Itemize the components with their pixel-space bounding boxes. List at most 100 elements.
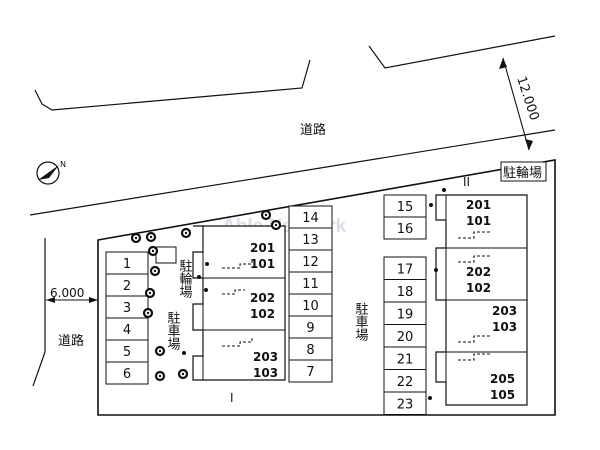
car-parking-label-right: 駐車場 [353,302,369,341]
road-edge-near [29,129,556,216]
bike-parking-box [500,161,547,182]
unit-label: 203 [492,304,517,318]
parking-stall-number: 23 [397,397,414,412]
parking-stall-number: 20 [397,330,414,345]
side-road-label: 道路 [58,333,84,349]
light-markers [182,188,446,400]
parking-stall-number: 13 [302,233,319,248]
road-edge-far [34,59,311,111]
unit-label: 103 [492,320,517,334]
unit-label: 101 [466,214,491,228]
parking-stall-number: 16 [397,222,414,237]
stair-dash [458,255,490,263]
car-parking-label-left: 駐車場 [165,311,181,350]
tree-icon [145,231,157,243]
parking-stall-number: 22 [397,375,414,390]
parking-stall [383,216,427,240]
building-2: 201 101 202 102 203 103 205 105 II [435,175,528,406]
light-dot [204,288,208,292]
parking-block-middle: 14 13 12 11 10 9 8 7 [288,205,333,383]
dimension-arrow-bottom [525,139,533,150]
parking-stall-number: 19 [397,307,414,322]
unit-label: 102 [466,281,491,295]
parking-stall-number: 8 [306,343,314,358]
tree-icon [130,232,142,244]
stair-dash [458,335,490,343]
parking-stall-number: 15 [397,200,414,215]
tree-markers [130,209,282,382]
main-road-width: 12.000 [513,75,541,123]
parking-stall-number: 9 [306,321,314,336]
dimension-arrow-top [499,58,507,69]
tree-icon [270,219,282,231]
side-arrow-left [46,297,55,303]
tree-icon [177,368,189,380]
compass-north-label: N [60,160,66,169]
parking-stall-number: 3 [123,301,131,316]
unit-label: 205 [490,372,515,386]
building-1-name: I [230,391,234,405]
tree-icon [147,245,159,257]
tree-icon [260,209,272,221]
main-road-label: 道路 [300,122,326,138]
stair-dash [458,353,490,361]
tree-icon [180,227,192,239]
unit-label: 202 [250,291,275,305]
bike-parking-label-left: 駐輪場 [177,259,193,298]
unit-label: 201 [466,198,491,212]
unit-label: 102 [250,307,275,321]
stair-dash [222,338,253,347]
side-road-edge-end [32,351,46,387]
stair-dash [222,260,253,269]
bike-rack-box [155,246,177,264]
unit-label: 201 [250,241,275,255]
unit-label: 105 [490,388,515,402]
parking-stall [383,391,427,415]
parking-stall-number: 14 [302,211,319,226]
parking-block-left: 1 2 3 4 5 6 [105,251,149,385]
stair-dash [222,289,245,295]
stair-dash [458,231,490,239]
light-dot [197,275,201,279]
compass-icon: N [36,160,66,185]
light-dot [442,188,446,192]
light-dot [429,203,433,207]
building-1: 201 101 202 102 203 103 I [192,225,286,405]
building-2-name: II [463,175,470,189]
parking-stall-number: 10 [302,299,319,314]
building-1-outline [192,225,286,381]
light-dot [205,262,209,266]
tree-icon [144,287,156,299]
tree-icon [142,307,154,319]
parking-stall [105,361,149,385]
parking-stall-number: 5 [123,345,131,360]
side-arrow-right [89,297,98,303]
light-dot [182,351,186,355]
parking-stall-number: 11 [302,277,319,292]
unit-label: 202 [466,265,491,279]
parking-stall-number: 18 [397,285,414,300]
bike-parking-label-top: 駐輪場 [503,165,542,181]
road-edge-far-right [368,35,556,69]
side-road-width: 6.000 [50,286,84,300]
parking-stall-number: 4 [123,323,131,338]
tree-icon [149,265,161,277]
main-road-dimension-line [502,57,530,151]
unit-label: 101 [250,257,275,271]
parking-stall-number: 17 [397,262,414,277]
tree-icon [154,370,166,382]
parking-stall-number: 12 [302,255,319,270]
site-boundary [97,159,556,416]
light-dot [434,268,438,272]
parking-stall-number: 1 [123,257,131,272]
tree-icon [154,345,166,357]
unit-label: 203 [253,350,278,364]
parking-stall-number: 6 [123,367,131,382]
parking-stall-number: 7 [306,365,314,380]
unit-label: 103 [253,366,278,380]
parking-stall-number: 2 [123,279,131,294]
